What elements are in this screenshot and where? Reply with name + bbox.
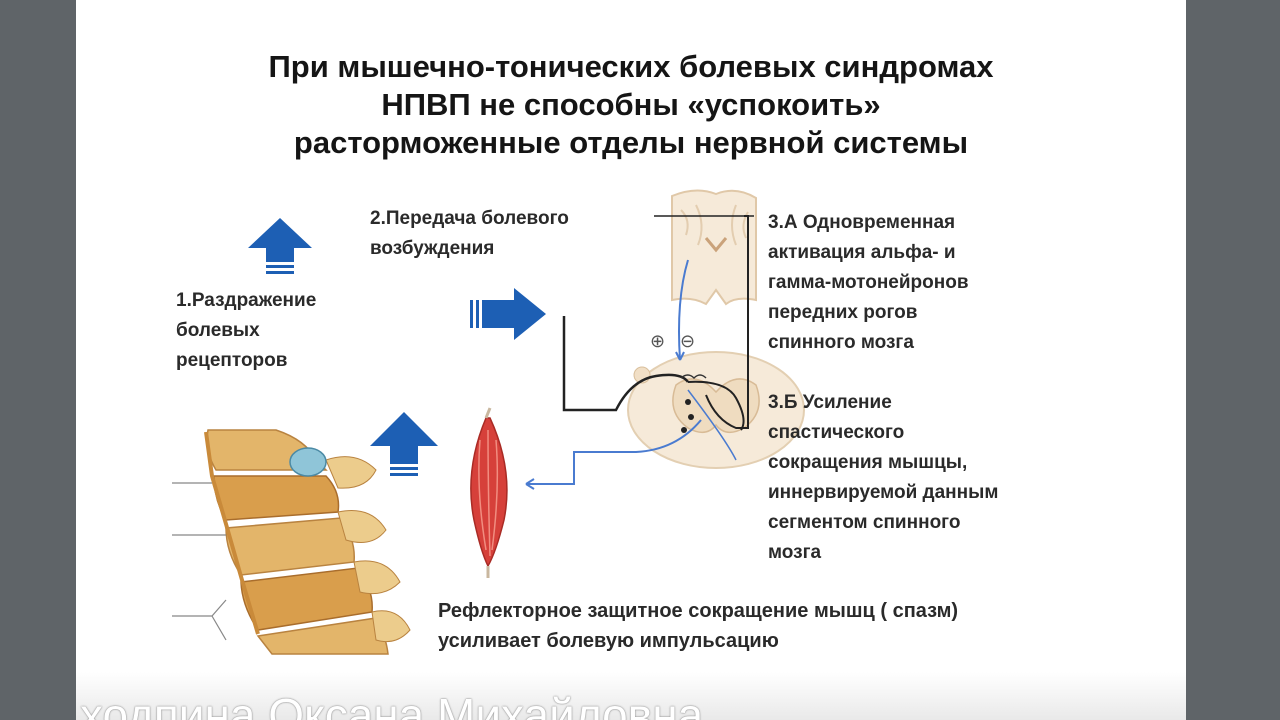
step-2-line: возбуждения [370,238,495,259]
title-line-1: При мышечно-тонических болевых синдромах [268,49,994,84]
title-line-3: расторможенные отделы нервной системы [293,125,969,160]
step-3a-line: передних рогов [768,302,918,323]
step-3b-line: мозга [768,542,822,563]
step-3a-line: спинного мозга [768,332,914,353]
step-3b-line: спастического [768,422,905,443]
arrow-up-icon [248,218,312,274]
brain-illustration [671,189,757,306]
speaker-name-caption: ходпина Оксана Михайловна [80,689,704,720]
step-3b-line: сегментом спинного [768,512,961,533]
step-3a-line: активация альфа- и [768,242,956,263]
plus-sign: ⊕ [650,331,666,351]
spinal-cord-illustration [627,351,805,469]
step-3a-line: 3.А Одновременная [768,212,956,233]
slide-title: При мышечно-тонических болевых синдромах… [76,48,1186,162]
step-3b-line: 3.Б Усиление [768,392,892,413]
caption-bar [76,672,1186,720]
minus-sign: ⊖ [680,331,696,351]
step-3b-line: иннервируемой данным [768,482,999,503]
step-2-label: 2.Передача болевого возбуждения [370,204,569,264]
step-2-line: 2.Передача болевого [370,208,569,229]
slide: При мышечно-тонических болевых синдромах… [76,0,1186,720]
nerve-pathways [525,215,754,490]
muscle-illustration [470,407,508,578]
step-1-line: болевых [176,320,260,341]
note-line: Рефлекторное защитное сокращение мышц ( … [438,600,959,622]
step-3a-label: 3.А Одновременная активация альфа- и гам… [768,208,969,358]
step-3a-line: гамма-мотонейронов [768,272,969,293]
step-1-label: 1.Раздражение болевых рецепторов [176,286,316,376]
note-line: усиливает болевую импульсацию [438,630,779,652]
step-3b-line: сокращения мышцы, [768,452,968,473]
step-1-line: рецепторов [176,350,288,371]
title-line-2: НПВП не способны «успокоить» [381,87,881,122]
arrow-up-icon [370,412,438,476]
reflex-spasm-note: Рефлекторное защитное сокращение мышц ( … [438,596,958,656]
arrow-right-icon [470,288,546,340]
step-3b-label: 3.Б Усиление спастического сокращения мы… [768,388,998,568]
step-1-line: 1.Раздражение [176,290,317,311]
